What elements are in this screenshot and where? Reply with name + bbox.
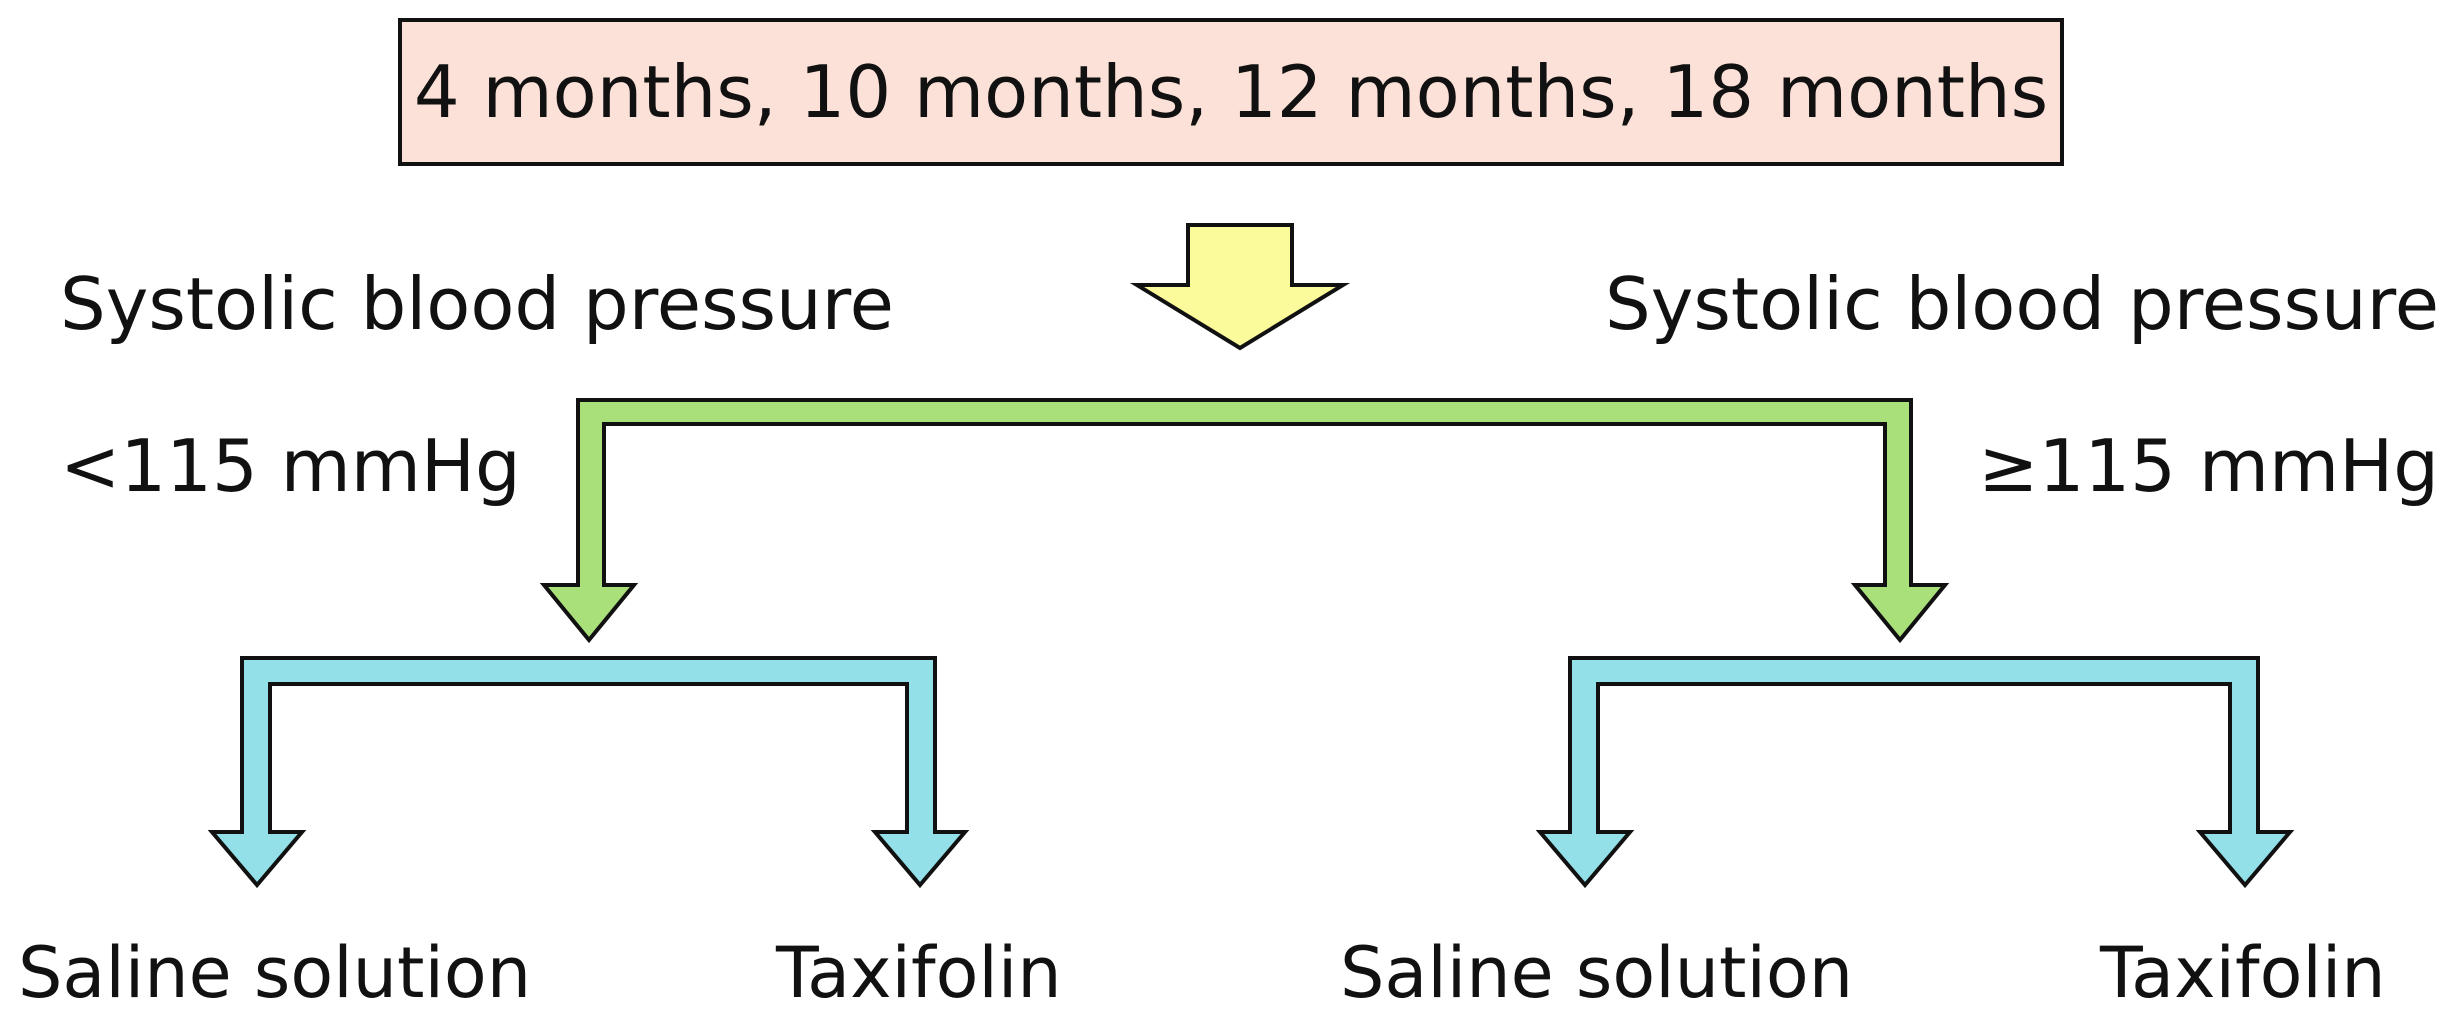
right-outcome-saline: Saline solution bbox=[1340, 932, 1854, 1014]
timepoints-box: 4 months, 10 months, 12 months, 18 month… bbox=[398, 18, 2064, 166]
right-threshold-label: ≥115 mmHg bbox=[1978, 424, 2439, 508]
left-outcome-saline: Saline solution bbox=[18, 932, 532, 1014]
right-outcome-taxifolin: Taxifolin bbox=[2100, 932, 2386, 1014]
branch-split-arrow bbox=[539, 398, 1950, 644]
left-outcome-split-arrow bbox=[207, 656, 970, 889]
left-threshold-label: <115 mmHg bbox=[60, 424, 521, 508]
left-condition-label: Systolic blood pressure bbox=[60, 262, 894, 346]
main-down-arrow-shape bbox=[1129, 223, 1351, 351]
timepoints-label: 4 months, 10 months, 12 months, 18 month… bbox=[413, 50, 2049, 134]
right-condition-label: Systolic blood pressure bbox=[1605, 262, 2439, 346]
right-outcome-split-arrow bbox=[1535, 656, 2295, 889]
left-outcome-taxifolin: Taxifolin bbox=[776, 932, 1062, 1014]
